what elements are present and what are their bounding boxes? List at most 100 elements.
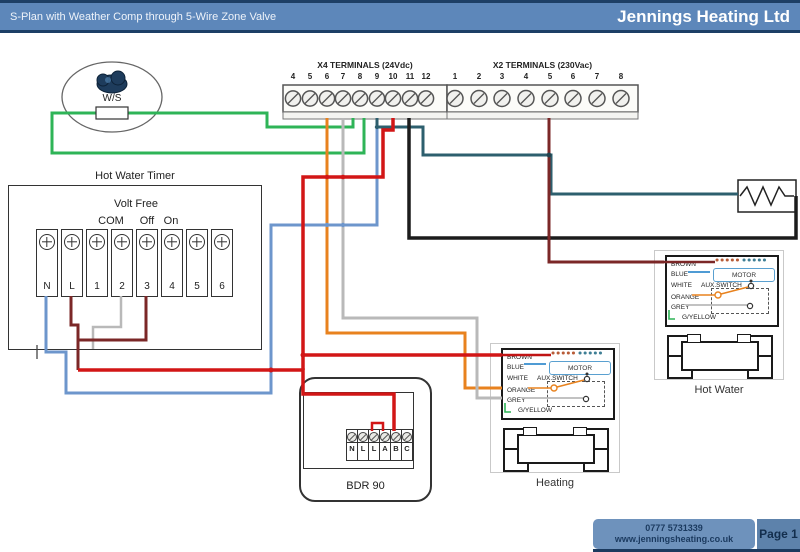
aux-switch-box [547,381,605,407]
x4-num: 9 [374,72,380,81]
page-title: S-Plan with Weather Comp through 5-Wire … [10,10,277,23]
x2-screws [446,89,630,108]
heating-zone-valve: BROWN BLUE WHITE AUX.SWITCH ORANGE GREY … [490,343,620,473]
x4-screw-slots [287,93,432,104]
bdr-terminal: C [401,430,412,460]
company-name: Jennings Heating Ltd [617,6,790,26]
wire-label-brown: BROWN [507,354,532,361]
heating-valve-wiring-box: BROWN BLUE WHITE AUX.SWITCH ORANGE GREY … [501,348,615,420]
wire-label-blue: BLUE [671,271,688,278]
x4-num: 4 [290,72,296,81]
x2-num: 3 [499,72,505,81]
x4-num: 12 [421,72,431,81]
footer-phone: 0777 5731339 [645,523,703,533]
timer-terminal-3: 3 [136,229,158,297]
wire-maroon-x2-to-hw-valve [547,118,664,264]
wire-label-grey: GREY [507,397,526,404]
x4-num: 7 [340,72,346,81]
timer-title: Hot Water Timer [95,170,175,182]
x2-num: 4 [523,72,529,81]
aux-switch-label: AUX.SWITCH [701,282,742,289]
screw-icon [402,432,412,442]
x4-num: 10 [388,72,398,81]
wire-teal-to-sensor [375,118,738,196]
bdr90-terminal-strip: N L L A B C [346,429,413,461]
x2-num: 6 [570,72,576,81]
valve-body [517,434,595,464]
heating-valve-caption: Heating [536,477,574,489]
valve-body [681,341,759,371]
wire-label-brown: BROWN [671,261,696,268]
x2-num: 8 [618,72,624,81]
timer-volt-free-label: Volt Free [113,198,159,210]
hw-valve-wiring-box: BROWN BLUE WHITE AUX.SWITCH ORANGE GREY … [665,255,779,327]
motor-box: MOTOR [549,361,611,375]
bdr-terminal: B [390,430,401,460]
motor-box: MOTOR [713,268,775,282]
valve-notch [523,427,537,435]
x2-terminal-strip [446,84,639,120]
timer-on-label: On [163,215,179,227]
bdr90-receiver: N L L A B C BDR 90 [299,377,432,502]
screw-terminal-icon [214,234,230,250]
bdr90-label: BDR 90 [346,480,385,492]
x4-num: 5 [307,72,313,81]
bdr-terminal: N [347,430,357,460]
x2-terminals-title: X2 TERMINALS (230Vac) [492,60,593,70]
x4-screws [284,90,435,107]
aux-switch-box [711,288,769,314]
screw-terminal-icon [164,234,180,250]
wire-black-sensor-return [407,118,798,240]
wire-label-white: WHITE [507,375,528,382]
screw-terminal-icon [189,234,205,250]
wire-label-gyellow: G/YELLOW [682,314,716,321]
screw-icon [369,432,379,442]
weather-sensor-label: W/S [102,93,122,104]
wire-label-white: WHITE [671,282,692,289]
x2-num: 2 [476,72,482,81]
wire-green-weather-loop [50,111,366,155]
aux-switch-label: AUX.SWITCH [537,375,578,382]
wire-label-orange: ORANGE [507,387,536,394]
hot-water-zone-valve: BROWN BLUE WHITE AUX.SWITCH ORANGE GREY … [654,250,784,380]
bdr-terminal: L [357,430,368,460]
screw-icon [358,432,368,442]
cloud-icon [96,70,128,94]
hw-valve-caption: Hot Water [694,384,744,396]
resistor-symbol [737,179,797,213]
screw-terminal-icon [89,234,105,250]
footer-contact-box: 0777 5731339 www.jenningsheating.co.uk [593,519,755,549]
screw-terminal-icon [139,234,155,250]
timer-terminal-5: 5 [186,229,208,297]
footer-website[interactable]: www.jenningsheating.co.uk [614,534,734,544]
valve-notch [737,334,751,342]
valve-notch [573,427,587,435]
wire-label-grey: GREY [671,304,690,311]
bdr-terminal: L [368,430,379,460]
screw-terminal-icon [114,234,130,250]
wire-label-orange: ORANGE [671,294,700,301]
x2-screw-slots [449,93,627,104]
wire-grey-to-heating-valve [341,118,502,400]
x4-num: 6 [324,72,330,81]
wire-label-blue: BLUE [507,364,524,371]
timer-terminal-6: 6 [211,229,233,297]
screw-terminal-icon [64,234,80,250]
x4-terminal-strip [282,84,448,120]
timer-terminal-2: 2 [111,229,133,297]
screw-icon [391,432,401,442]
screw-icon [347,432,357,442]
timer-terminal-L: L [61,229,83,297]
x4-terminals-title: X4 TERMINALS (24Vdc) [317,60,413,70]
x2-num: 7 [594,72,600,81]
x4-num: 11 [405,72,415,81]
timer-terminal-1: 1 [86,229,108,297]
header-bar: S-Plan with Weather Comp through 5-Wire … [0,0,800,33]
timer-terminal-N: N [36,229,58,297]
timer-terminal-4: 4 [161,229,183,297]
page-number: Page 1 [757,519,800,549]
x4-num: 8 [357,72,363,81]
footer-accent-strip [593,549,800,552]
x2-num: 5 [547,72,553,81]
